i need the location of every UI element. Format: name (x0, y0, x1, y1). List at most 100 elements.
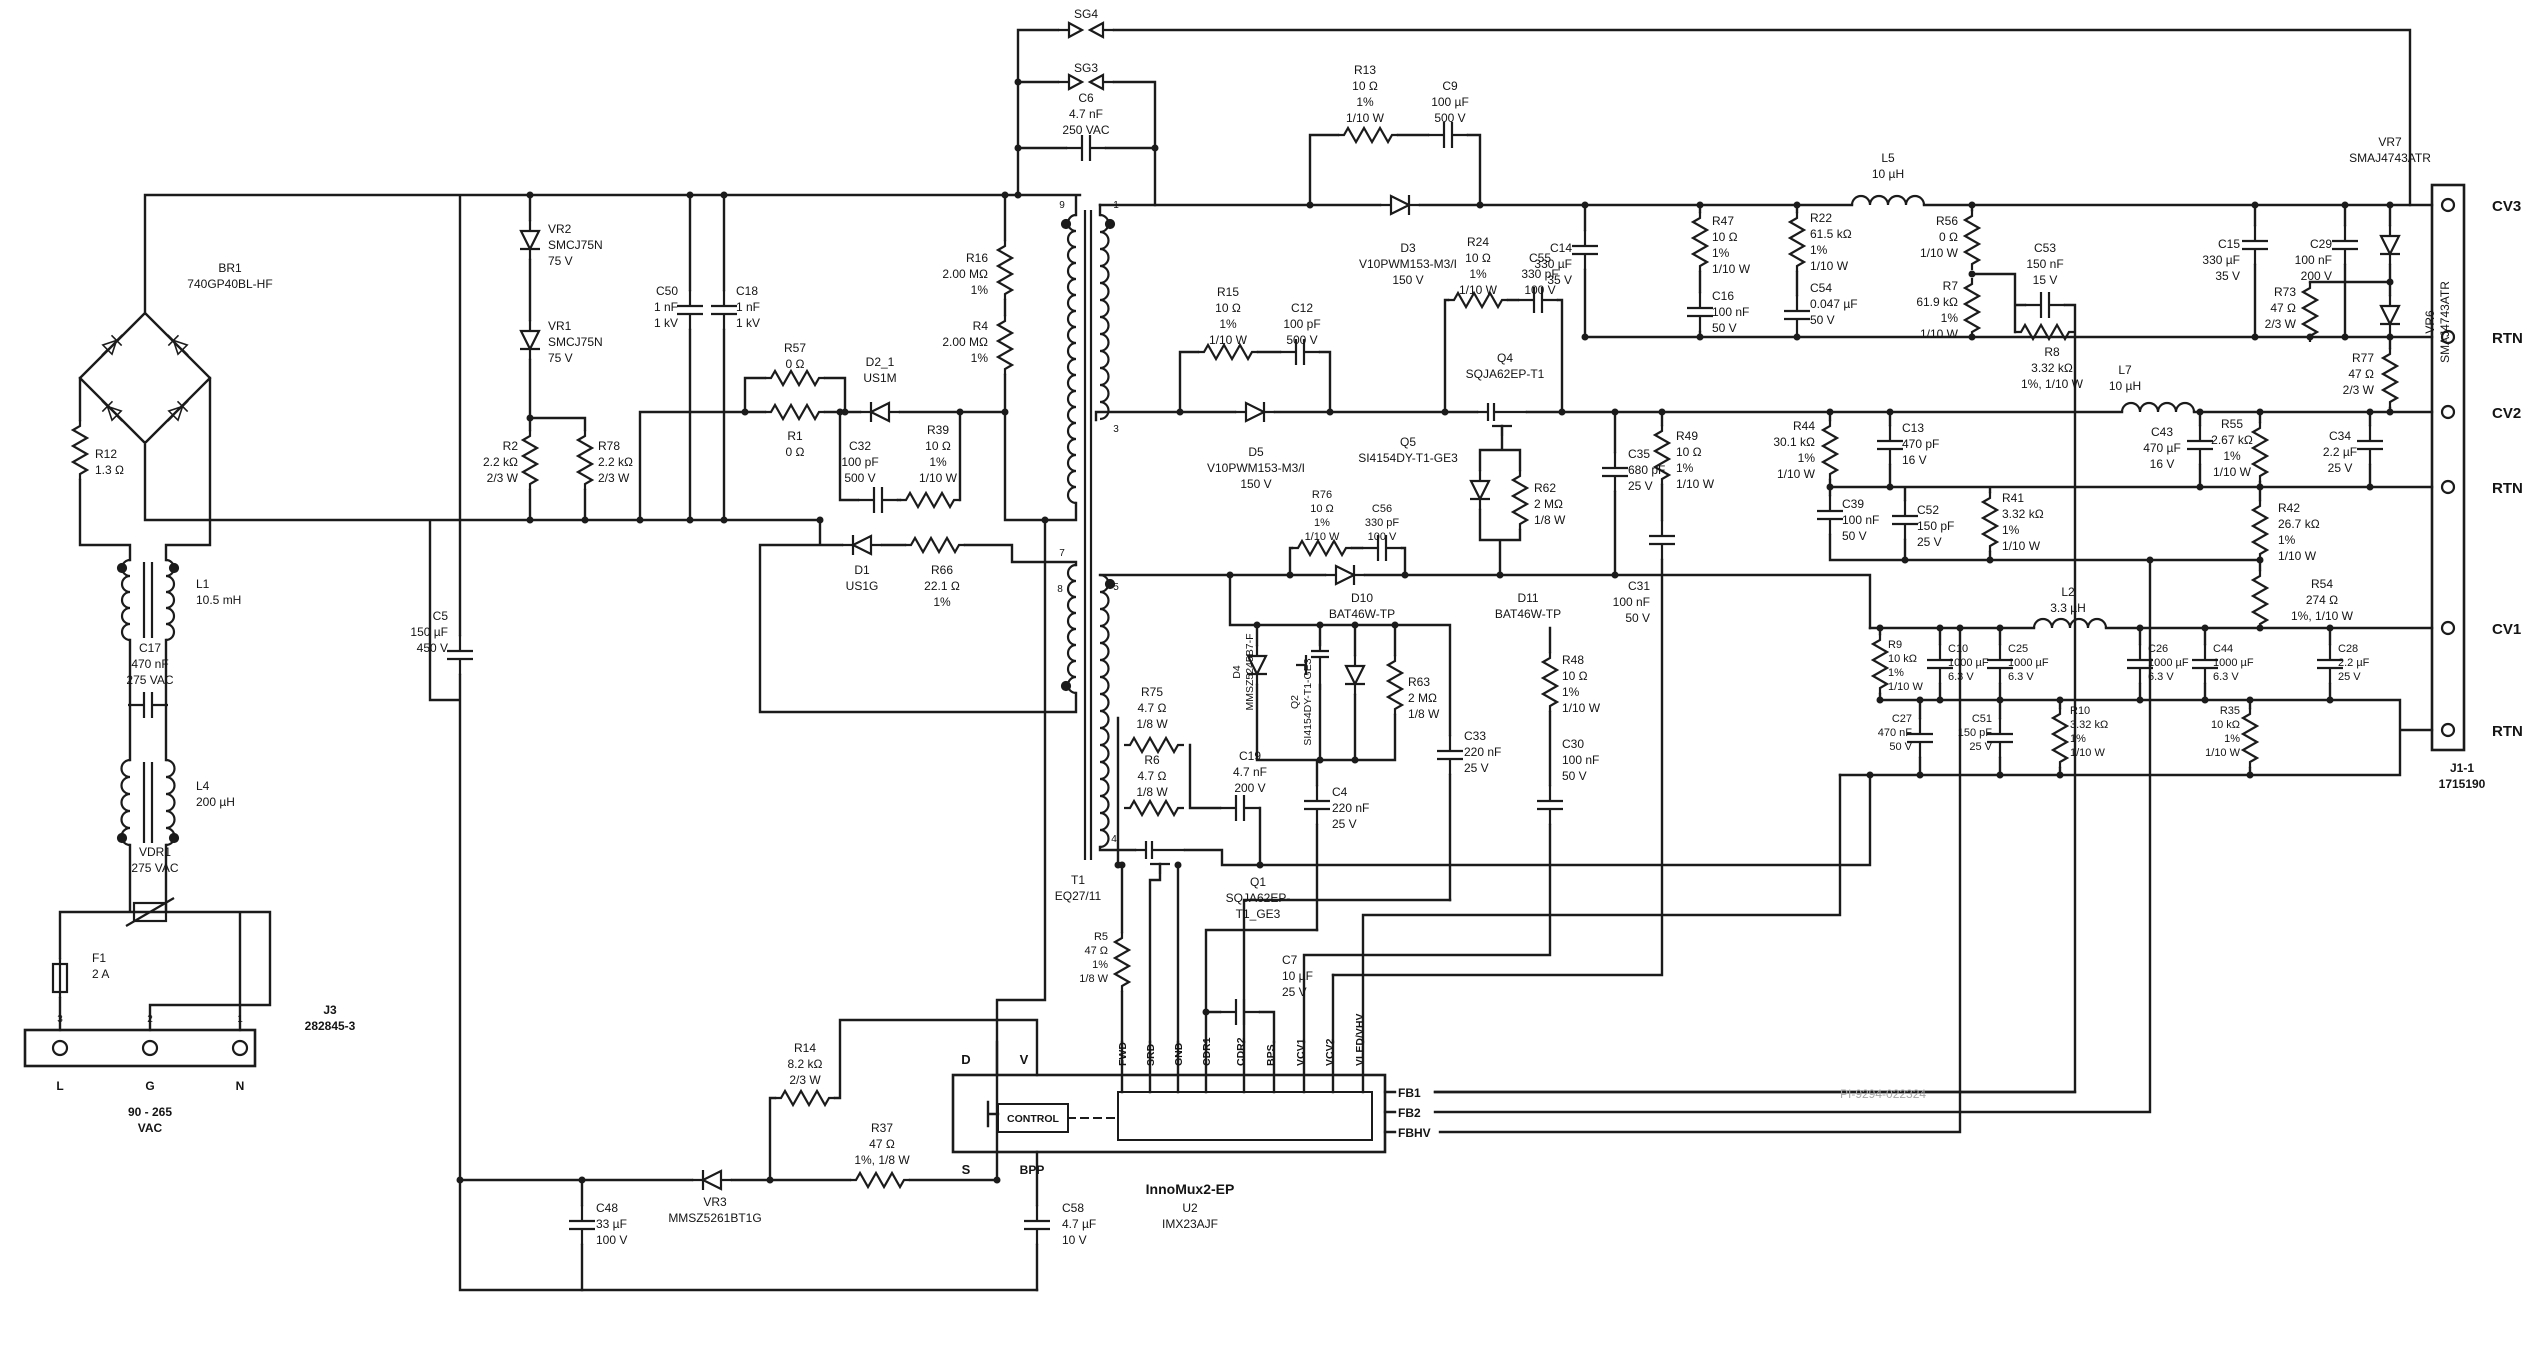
resistor-r56 (1963, 208, 1981, 272)
junction-dot (1956, 624, 1964, 632)
label-vr6: VR6SMAJ4743ATR (2423, 281, 2452, 363)
resistor-r15 (1196, 343, 1260, 361)
junction-dot (1696, 201, 1704, 209)
label-u2name: InnoMux2-EP (1146, 1181, 1235, 1197)
junction-dot (993, 1176, 1001, 1184)
choke-l1 (116, 558, 180, 642)
zener-vr6 (2378, 293, 2402, 337)
resistor-r78 (576, 428, 594, 492)
capacitor-c32 (856, 485, 900, 515)
junction-dot (1886, 483, 1894, 491)
zener-vr3 (690, 1168, 734, 1192)
label-j3p2: 2 (147, 1014, 153, 1025)
t1-sec2-winding (1099, 573, 1110, 849)
capacitor-c14 (1570, 228, 1600, 272)
junction-dot (2256, 624, 2264, 632)
capacitor-c7 (1218, 997, 1262, 1027)
junction-dot (1793, 201, 1801, 209)
junction-dot (2246, 771, 2254, 779)
junction-dot (581, 516, 589, 524)
resistor-r39 (898, 491, 962, 509)
diode-d3 (1378, 193, 1422, 217)
junction-dot (1968, 333, 1976, 341)
resistor-r13 (1336, 126, 1400, 144)
resistor-r48 (1541, 650, 1559, 714)
junction-dot (741, 408, 749, 416)
junction-dot (526, 414, 534, 422)
capacitor-c9 (1426, 120, 1470, 150)
junction-dot (2146, 556, 2154, 564)
junction-dot (2246, 696, 2254, 704)
junction-dot (1253, 621, 1261, 629)
diode-d10 (1323, 563, 1367, 587)
junction-dot (1916, 696, 1924, 704)
junction-dot (816, 516, 824, 524)
diode-d11 (1468, 468, 1492, 512)
mosfet-q4-q5 (1475, 401, 1529, 438)
resistor-r10 (2051, 706, 2069, 770)
label-j3p1: 1 (237, 1014, 243, 1025)
resistor-r73 (2301, 280, 2319, 344)
label-rtn3: RTN (2492, 723, 2523, 740)
junction-dot (1401, 571, 1409, 579)
junction-dot (1176, 408, 1184, 416)
junction-dot (1996, 624, 2004, 632)
label-pCDR1: CDR1 (1201, 1037, 1213, 1066)
label-pBPS: BPS (1265, 1044, 1277, 1066)
capacitor-c13 (1875, 423, 1905, 467)
junction-dot (1986, 556, 1994, 564)
capacitor-c48 (567, 1203, 597, 1247)
diode-d1 (840, 533, 884, 557)
junction-dot (636, 516, 644, 524)
resistor-r7 (1963, 276, 1981, 340)
resistor-r66 (903, 536, 967, 554)
zener-vr2 (518, 218, 542, 262)
junction-dot (1316, 756, 1324, 764)
junction-dot (1226, 571, 1234, 579)
label-icV: V (1020, 1052, 1029, 1067)
resistor-r63 (1386, 653, 1404, 717)
capacitor-c39 (1815, 493, 1845, 537)
junction-dot (526, 191, 534, 199)
junction-dot (1658, 408, 1666, 416)
junction-dot (686, 516, 694, 524)
junction-dot (2056, 696, 2064, 704)
junction-dot (1476, 201, 1484, 209)
junction-dot (2201, 624, 2209, 632)
junction-dot (1826, 408, 1834, 416)
junction-dot (1886, 408, 1894, 416)
label-icBPP: BPP (1020, 1163, 1045, 1177)
label-pSRD: SRD (1145, 1043, 1157, 1066)
junction-dot (1611, 571, 1619, 579)
junction-dot (1014, 78, 1022, 86)
capacitor-c34 (2355, 423, 2385, 467)
junction-dot (2136, 624, 2144, 632)
zener-vr1 (518, 318, 542, 362)
